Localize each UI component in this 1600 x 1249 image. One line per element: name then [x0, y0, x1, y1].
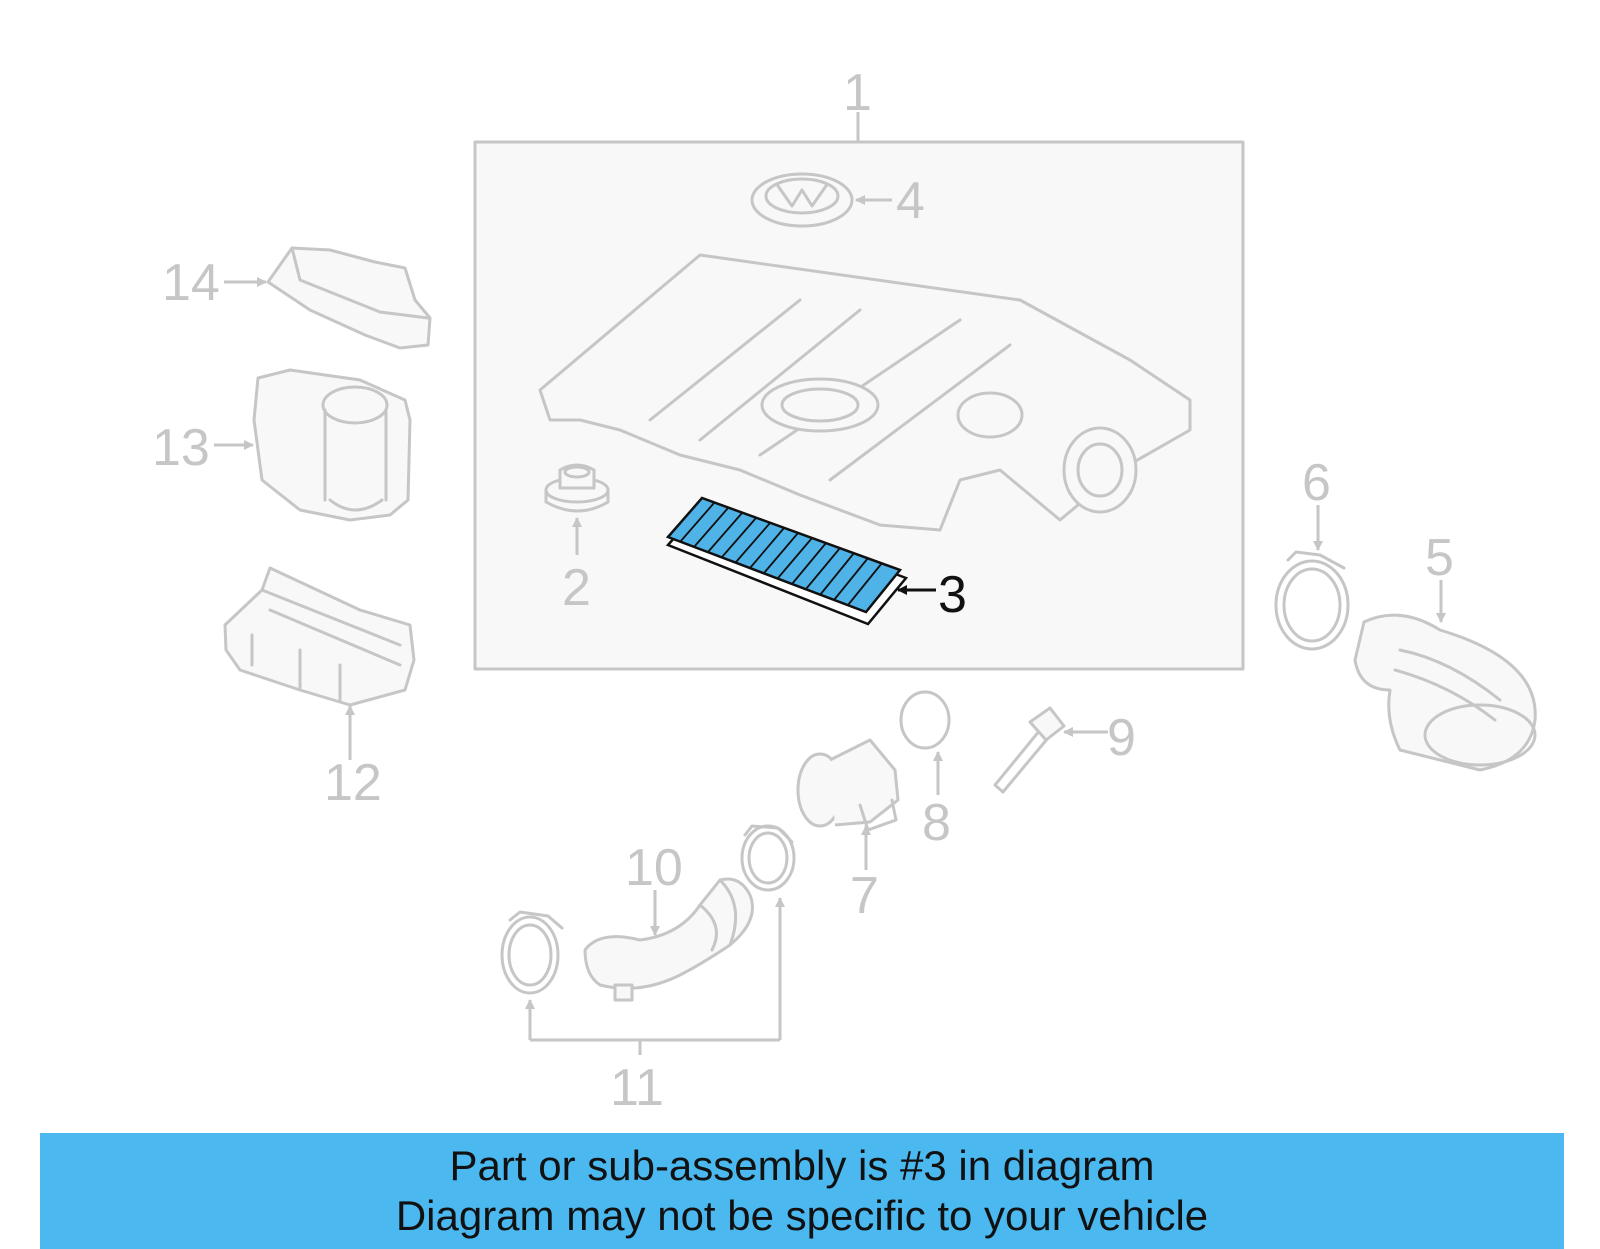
maf-sensor-part-7 [796, 738, 900, 870]
grommet-part-2 [544, 463, 610, 555]
callout-12: 12 [324, 754, 382, 812]
callout-3: 3 [938, 566, 967, 624]
hose-clamp-part-6 [1274, 505, 1350, 651]
callout-5: 5 [1425, 529, 1454, 587]
callout-9: 9 [1107, 709, 1136, 767]
callout-10: 10 [625, 839, 683, 897]
callout-4: 4 [896, 172, 925, 230]
banner-line-part-number: Part or sub-assembly is #3 in diagram [449, 1142, 1155, 1189]
emblem-part-4 [750, 172, 892, 228]
info-banner: Part or sub-assembly is #3 in diagram Di… [40, 1133, 1564, 1249]
callout-11: 11 [610, 1059, 664, 1117]
callout-2: 2 [562, 559, 591, 617]
callout-8: 8 [922, 794, 951, 852]
banner-line-disclaimer: Diagram may not be specific to your vehi… [395, 1192, 1209, 1239]
callout-14: 14 [162, 254, 220, 312]
callout-7: 7 [850, 867, 879, 925]
callout-1: 1 [843, 64, 872, 122]
intake-hose-part-5 [1353, 580, 1537, 772]
duct-cover-part-14 [224, 246, 432, 350]
air-filter-part-3 [665, 496, 936, 626]
callout-13: 13 [152, 419, 210, 477]
o-ring-part-8 [899, 690, 951, 795]
intake-duct-part-12 [223, 566, 416, 760]
bolt-part-9 [993, 706, 1108, 794]
hose-clamps-part-11 [500, 824, 796, 1055]
callout-6: 6 [1302, 454, 1331, 512]
intake-tube-part-10 [583, 877, 754, 1002]
air-box-part-13 [214, 368, 412, 522]
engine-cover-drawing [538, 253, 1192, 532]
